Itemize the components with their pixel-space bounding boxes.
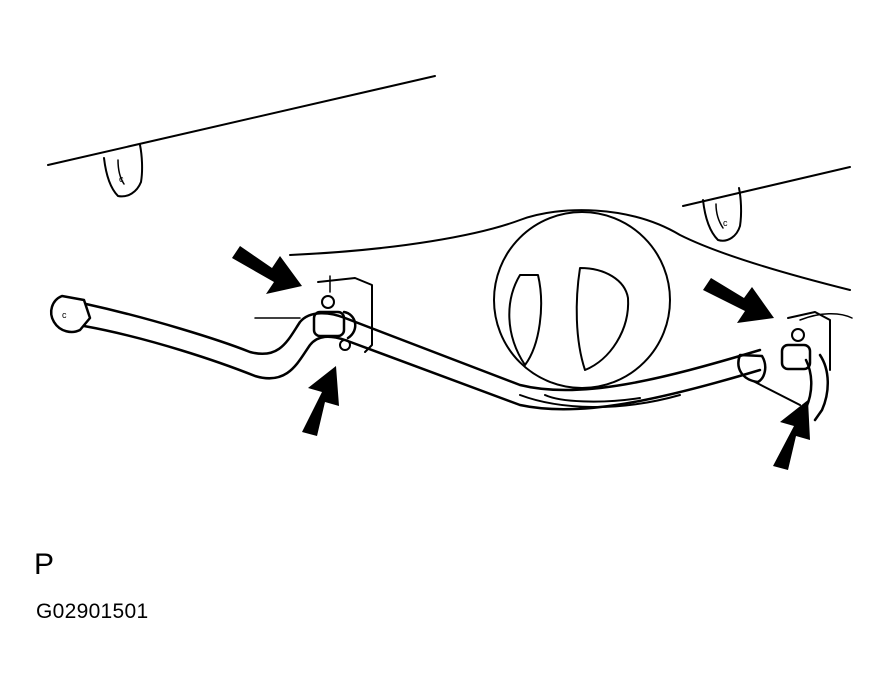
bracket-mark-left: c	[119, 174, 124, 184]
body-bracket-left: c	[103, 144, 144, 198]
differential-housing	[493, 211, 671, 403]
bushing-bracket-left	[312, 275, 373, 353]
figure-code: G02901501	[36, 600, 149, 623]
bar-end-mark: c	[62, 310, 67, 320]
arrow-upper-left	[232, 246, 302, 294]
bushing-bracket-right	[737, 311, 831, 406]
view-letter: P	[34, 548, 55, 581]
bracket-mark-right: c	[723, 218, 728, 228]
arrow-upper-right	[703, 278, 774, 323]
body-bracket-right: c	[702, 187, 743, 242]
stabilizer-bar: c	[50, 294, 829, 422]
arrow-lower-left	[302, 366, 339, 436]
arrow-lower-right	[773, 400, 810, 470]
